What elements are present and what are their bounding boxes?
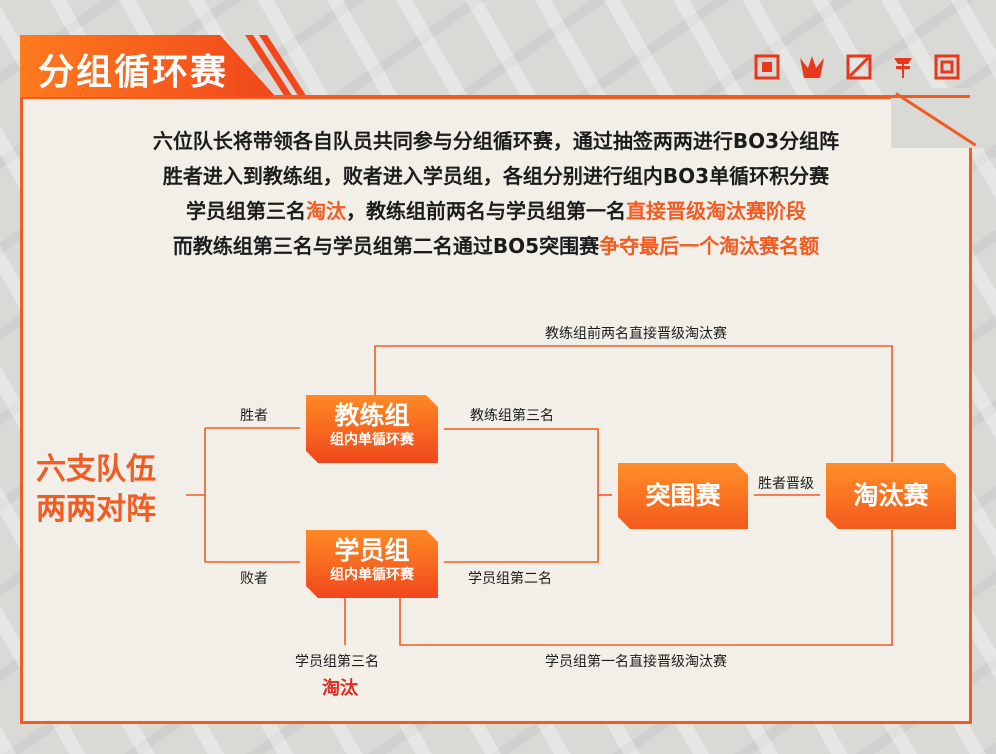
intro-line-3-part-a: 学员组第三名 — [186, 199, 306, 223]
intro-line-4: 而教练组第三名与学员组第二名通过BO5突围赛争夺最后一个淘汰赛名额 — [20, 229, 972, 264]
coach-group-subtitle: 组内单循环赛 — [330, 432, 414, 448]
square-outline-icon-2 — [934, 54, 960, 80]
decorative-icons — [754, 54, 960, 80]
intro-line-2: 胜者进入到教练组，败者进入学员组，各组分别进行组内BO3单循环积分赛 — [162, 164, 830, 188]
student-third-label: 学员组第三名 — [295, 654, 379, 670]
square-outline-icon — [754, 54, 780, 80]
coach-group-title: 教练组 — [334, 401, 410, 430]
intro-text: 六位队长将带领各自队员共同参与分组循环赛，通过抽签两两进行BO3分组阵 胜者进入… — [20, 124, 972, 264]
coach-third-label: 教练组第三名 — [470, 408, 554, 424]
coach-top-connector — [374, 345, 893, 462]
knockout-stage-title: 淘汰赛 — [853, 481, 929, 510]
student-group-box: 学员组 组内单循环赛 — [306, 530, 438, 598]
coach-group-box: 教练组 组内单循环赛 — [306, 395, 438, 463]
start-branch-connector — [186, 427, 300, 563]
winner-advance-label: 胜者晋级 — [758, 476, 814, 492]
eliminated-label: 淘汰 — [322, 678, 358, 699]
intro-line-4-part-a: 而教练组第三名与学员组第二名通过BO5突围赛 — [172, 234, 600, 258]
intro-line-1: 六位队长将带领各自队员共同参与分组循环赛，通过抽签两两进行BO3分组阵 — [152, 129, 840, 153]
totem-icon — [894, 58, 912, 78]
coach-top2-label: 教练组前两名直接晋级淘汰赛 — [545, 326, 727, 342]
slash-square-icon — [846, 54, 872, 80]
intro-compete-highlight: 争夺最后一个淘汰赛名额 — [599, 234, 820, 258]
spike-crown-icon — [800, 56, 824, 78]
breakout-match-box: 突围赛 — [618, 463, 748, 529]
six-teams-line-2: 两两对阵 — [36, 492, 156, 527]
header-rule — [270, 95, 970, 98]
student-group-subtitle: 组内单循环赛 — [330, 567, 414, 583]
knockout-stage-box: 淘汰赛 — [826, 463, 956, 529]
title-stripes-decoration — [245, 35, 307, 97]
student-group-title: 学员组 — [334, 536, 410, 565]
winner-label: 胜者 — [240, 408, 268, 424]
six-teams-line-1: 六支队伍 — [36, 452, 156, 487]
breakout-match-title: 突围赛 — [645, 481, 721, 510]
coach-third-connector — [444, 428, 599, 563]
intro-line-3: 学员组第三名淘汰，教练组前两名与学员组第一名直接晋级淘汰赛阶段 — [20, 194, 972, 229]
intro-eliminated-highlight: 淘汰 — [306, 199, 346, 223]
intro-line-3-part-c: ，教练组前两名与学员组第一名 — [346, 199, 626, 223]
intro-advance-highlight: 直接晋级淘汰赛阶段 — [626, 199, 806, 223]
page-title: 分组循环赛 — [38, 52, 229, 93]
content-panel — [20, 96, 972, 724]
six-teams-label: 六支队伍 两两对阵 — [36, 450, 191, 530]
student-first-connector — [399, 530, 893, 646]
student-first-label: 学员组第一名直接晋级淘汰赛 — [545, 654, 727, 670]
student-second-label: 学员组第二名 — [468, 571, 552, 587]
loser-label: 败者 — [240, 571, 268, 587]
